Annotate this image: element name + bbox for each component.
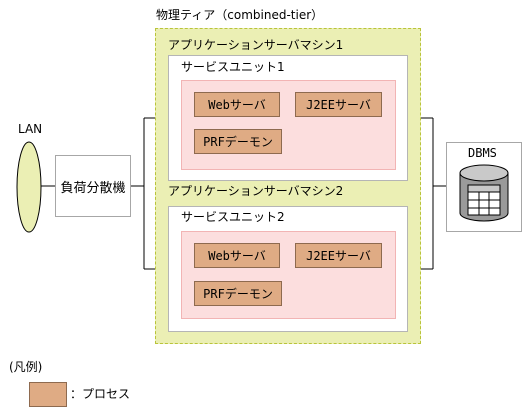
process-j2ee-server-1: J2EEサーバ (295, 92, 382, 117)
legend-process-swatch (29, 382, 67, 407)
process-web-server-1: Webサーバ (194, 92, 280, 117)
process-prf-daemon-1: PRFデーモン (194, 129, 282, 154)
load-balancer-label: 負荷分散機 (60, 180, 126, 196)
legend-title: (凡例) (9, 360, 43, 374)
legend-process-label: ：プロセス (70, 387, 131, 401)
server-1-title: アプリケーションサーバマシン1 (168, 38, 344, 52)
lan-label: LAN (18, 122, 43, 136)
tier-title: 物理ティア（combined-tier） (156, 8, 324, 22)
process-j2ee-server-2: J2EEサーバ (295, 243, 382, 268)
unit-1-title: サービスユニット1 (181, 60, 285, 74)
unit-2-title: サービスユニット2 (181, 210, 285, 224)
lan-ellipse-icon (16, 141, 42, 233)
server-2-title: アプリケーションサーバマシン2 (168, 184, 344, 198)
database-cylinder-icon (459, 164, 509, 222)
dbms-label: DBMS (468, 146, 497, 160)
load-balancer-box: 負荷分散機 (55, 155, 131, 217)
process-prf-daemon-2: PRFデーモン (194, 281, 282, 306)
process-web-server-2: Webサーバ (194, 243, 280, 268)
